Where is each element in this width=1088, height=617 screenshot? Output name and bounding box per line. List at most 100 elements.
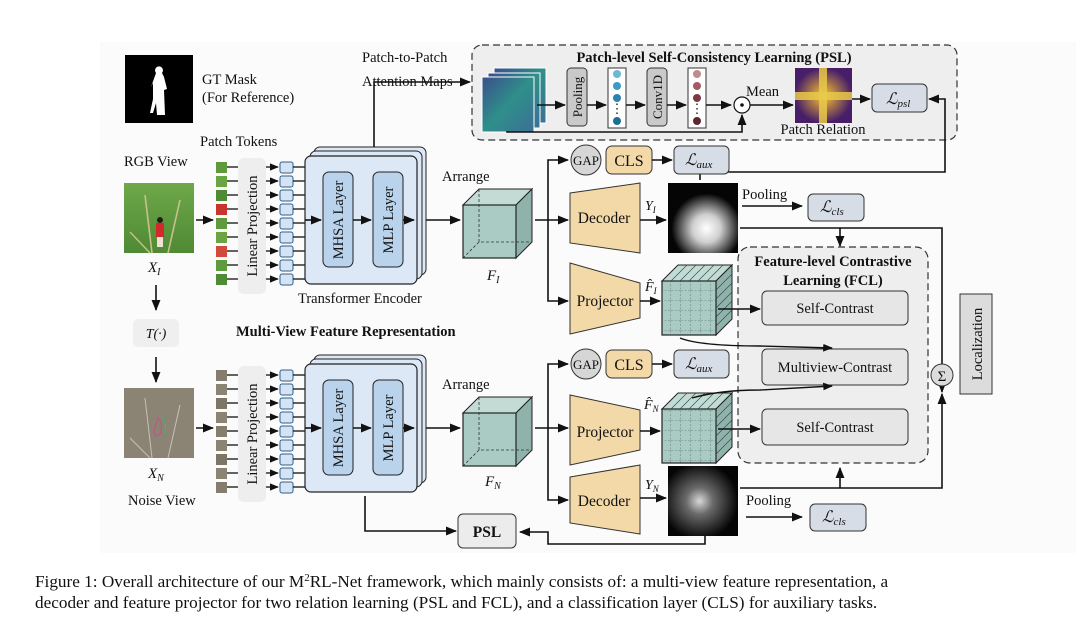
decoder-noise: Decoder <box>569 464 641 535</box>
image-patch <box>216 482 227 493</box>
pooling-label-rgb: Pooling <box>742 187 787 203</box>
image-patch <box>216 176 227 187</box>
self-contrast-label: Self-Contrast <box>796 420 873 436</box>
patch-token <box>279 397 294 410</box>
image-patch <box>216 468 227 479</box>
image-patch <box>216 398 227 409</box>
localization-label: Localization <box>970 307 986 380</box>
psl-loss-box <box>871 83 928 113</box>
cls-label: CLS <box>614 357 643 374</box>
patch-token <box>279 273 294 286</box>
gap-label: GAP <box>573 153 599 168</box>
image-patch <box>216 274 227 285</box>
noise-view-label: Noise View <box>128 493 196 509</box>
projector-label: Projector <box>577 424 635 441</box>
attention-map-stack <box>481 67 547 133</box>
patch-token <box>279 411 294 424</box>
cube-hidden-edges <box>462 189 532 259</box>
pooled-vector-cell <box>613 94 621 102</box>
cls-loss-label: ℒcls <box>820 199 844 218</box>
aux-row-rgb: GAP CLS ℒaux <box>570 144 730 176</box>
feature-var-noise: FN <box>484 474 502 492</box>
linear-projection-box <box>238 366 266 502</box>
patch-token <box>279 203 294 216</box>
image-patch <box>216 246 227 257</box>
feature-var-rgb: FI <box>486 268 500 286</box>
arrange-label-top: Arrange <box>442 169 490 185</box>
cube-grid <box>662 281 716 335</box>
image-patch <box>216 232 227 243</box>
linear-projection-box <box>238 158 266 294</box>
projector-label: Projector <box>577 293 635 310</box>
prediction-map-noise <box>668 466 738 536</box>
image-patch <box>216 218 227 229</box>
caption-line-2: decoder and feature projector for two re… <box>35 593 878 612</box>
image-patch <box>216 426 227 437</box>
cls-loss-box-rgb <box>807 193 865 222</box>
transform-label: T(·) <box>146 327 167 342</box>
patch-token <box>279 369 294 382</box>
rgb-view-image <box>124 183 194 254</box>
transformer-encoder-label: Transformer Encoder <box>298 291 422 307</box>
multi-view-title: Multi-View Feature Representation <box>236 324 456 340</box>
fcl-panel: Feature-level Contrastive Learning (FCL)… <box>737 246 929 464</box>
self-contrast-box-rgb <box>761 290 909 326</box>
psl-panel-title: Patch-level Self-Consistency Learning (P… <box>576 50 851 66</box>
cube-grid <box>662 409 716 463</box>
fcl-title-1: Feature-level Contrastive <box>754 254 912 270</box>
conv-vector-cell <box>693 70 701 78</box>
decoder-label: Decoder <box>578 210 631 227</box>
mlp-layer-label: MLP Layer <box>381 394 397 461</box>
gt-mask-sublabel: (For Reference) <box>202 90 294 106</box>
ellipsis: ⋮ <box>611 101 624 116</box>
attention-maps-arrow <box>373 77 472 148</box>
self-contrast-label: Self-Contrast <box>796 301 873 317</box>
pooling-label-noise: Pooling <box>746 493 791 509</box>
attention-maps-label: Patch-to-Patch <box>362 50 448 66</box>
psl-panel: Patch-level Self-Consistency Learning (P… <box>471 44 958 141</box>
aux-loss-label: ℒaux <box>685 152 713 171</box>
figure-caption: Figure 1: Overall architecture of our M2… <box>35 571 1075 613</box>
sum-label: Σ <box>938 369 947 385</box>
pooled-vector-cell <box>613 117 621 125</box>
noise-view-image <box>124 388 194 459</box>
patch-token <box>279 245 294 258</box>
localization-box <box>959 293 993 395</box>
patch-token <box>279 217 294 230</box>
image-patch <box>216 440 227 451</box>
caption-line-1: Figure 1: Overall architecture of our M2… <box>35 572 889 591</box>
conv-vector-cell <box>693 117 701 125</box>
patch-token <box>279 189 294 202</box>
image-patch <box>216 370 227 381</box>
projector-rgb: Projector <box>569 262 641 335</box>
rgb-view-var: XI <box>147 260 161 278</box>
psl-loss-label: ℒpsl <box>886 91 910 110</box>
pred-var-noise: YN <box>645 478 660 494</box>
mean-label: Mean <box>746 84 780 100</box>
patch-relation-label: Patch Relation <box>781 122 867 138</box>
prediction-map-rgb <box>668 183 738 253</box>
architecture-diagram: GT Mask (For Reference) Patch-to-Patch A… <box>124 44 993 549</box>
patch-tokens-label: Patch Tokens <box>200 134 278 150</box>
linear-projection-label: Linear Projection <box>245 383 261 485</box>
patch-token <box>279 161 294 174</box>
feature-cube-rgb <box>461 187 534 260</box>
cls-loss-label: ℒcls <box>822 509 846 528</box>
image-patch <box>216 384 227 395</box>
proj-var-rgb: F̂I <box>644 279 658 296</box>
pooled-vector-cell <box>613 82 621 90</box>
decoder-label: Decoder <box>578 493 631 510</box>
psl-feedback-arrow <box>699 94 946 180</box>
cls-loss-box-noise <box>809 503 867 532</box>
conv-vector-cell <box>693 94 701 102</box>
image-patch <box>216 454 227 465</box>
mlp-layer-label: MLP Layer <box>381 186 397 253</box>
projected-cube-noise <box>660 391 734 465</box>
image-patch <box>216 162 227 173</box>
patch-token <box>279 453 294 466</box>
psl-box <box>457 513 517 549</box>
sum-icon <box>930 363 954 387</box>
patch-token <box>279 231 294 244</box>
patch-token <box>279 259 294 272</box>
